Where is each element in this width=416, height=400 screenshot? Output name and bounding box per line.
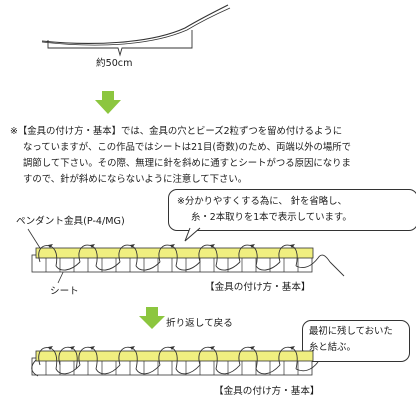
note-line: 糸・2本取りを1本で表示しています。 <box>191 212 352 223</box>
pendant-fitting <box>35 350 314 362</box>
bubble-line: 糸と結ぶ。 <box>309 342 356 353</box>
thread-arrowheads <box>48 244 295 248</box>
instruction-line: すので、針が斜めにならないように注意して下さい。 <box>23 174 248 185</box>
instruction-line: ※【金具の付け方・基本】では、金具の穴とビーズ2粒ずつを留め付けるように <box>10 126 343 137</box>
thread-arrowheads <box>48 346 295 350</box>
note-line: ※分かりやすくする為に、 針を省略し、 <box>177 196 347 207</box>
diagram-2-caption: 【金具の付け方・基本】 <box>214 386 320 397</box>
instruction-line: なっていますが、この作品ではシートは21目(奇数)のため、両端以外の場所で <box>23 142 351 153</box>
pendant-label: ペンダント金具(P-4/MG) <box>16 216 125 227</box>
diagram-1-caption: 【金具の付け方・基本】 <box>205 282 311 293</box>
instruction-line: 調節して下さい。その際、無理に針を斜めに通すとシートがつる原因になりま <box>23 158 351 169</box>
omission-note-bubble: ※分かりやすくする為に、 針を省略し、 糸・2本取りを1本で表示しています。 <box>168 189 416 231</box>
fold-back-label: 折り返して戻る <box>166 318 233 329</box>
length-label: 約50cm <box>96 58 133 69</box>
bubble-line: 最初に残しておいた <box>309 326 393 337</box>
tie-thread-bubble: 最初に残しておいた 糸と結ぶ。 <box>302 320 410 362</box>
sheet-label: シート <box>50 286 79 297</box>
instruction-paragraph: ※【金具の付け方・基本】では、金具の穴とビーズ2粒ずつを留め付けるように なって… <box>10 124 410 188</box>
